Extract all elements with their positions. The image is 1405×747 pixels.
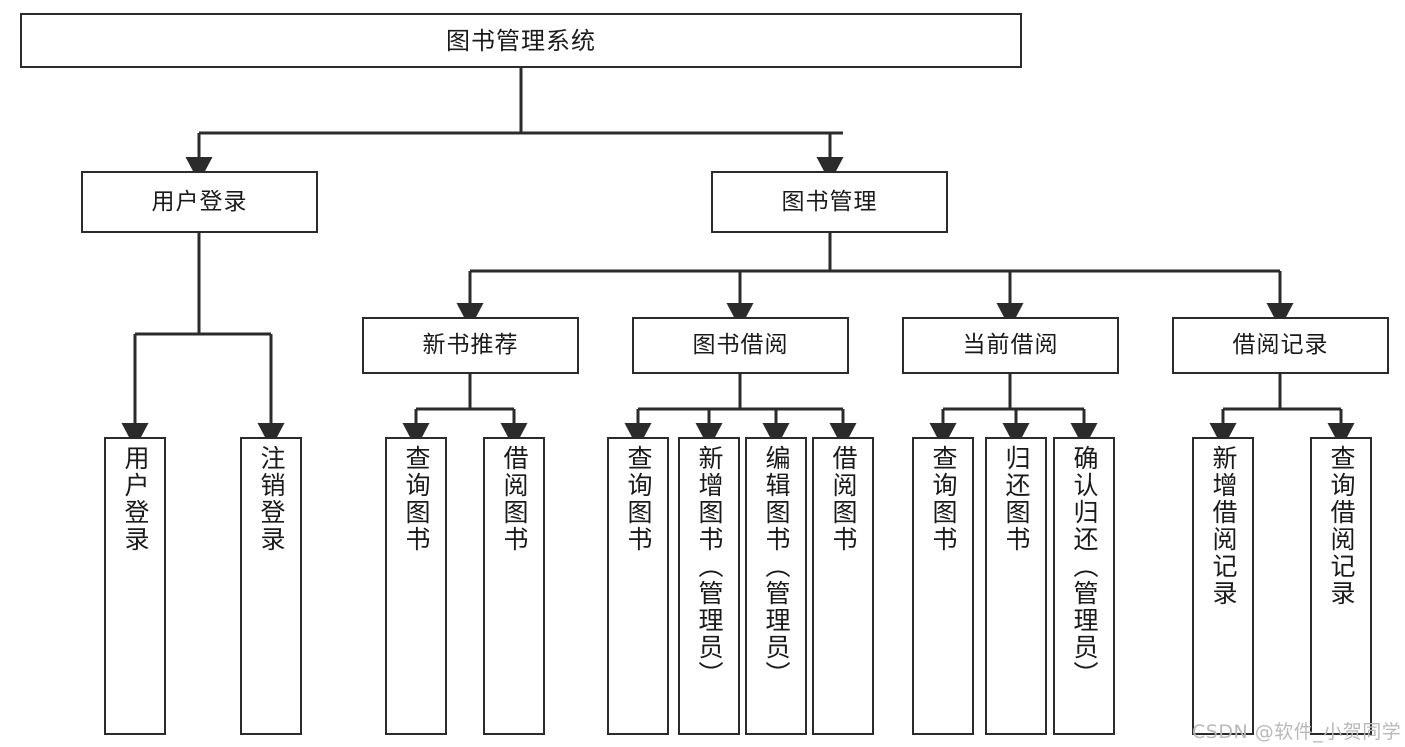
leaf-user-login-label: 用户登录 <box>121 445 150 553</box>
node-book-management[interactable]: 图书管理 <box>711 171 948 233</box>
leaf-current-return-book[interactable]: 归还图书 <box>985 437 1047 735</box>
leaf-record-query[interactable]: 查询借阅记录 <box>1310 437 1372 735</box>
leaf-current-query-book-label: 查询图书 <box>929 445 958 553</box>
node-new-book-recommend[interactable]: 新书推荐 <box>362 317 579 374</box>
leaf-logout[interactable]: 注销登录 <box>240 437 302 735</box>
leaf-borrow-borrow-book[interactable]: 借阅图书 <box>812 437 874 735</box>
leaf-borrow-add-book-label: 新增图书（管理员） <box>695 445 724 688</box>
leaf-borrow-edit-book[interactable]: 编辑图书（管理员） <box>745 437 807 735</box>
leaf-current-return-book-label: 归还图书 <box>1002 445 1031 553</box>
leaf-logout-label: 注销登录 <box>257 445 286 553</box>
node-book-management-label: 图书管理 <box>781 188 878 215</box>
node-root-label: 图书管理系统 <box>446 26 596 55</box>
node-book-borrow[interactable]: 图书借阅 <box>632 317 849 374</box>
node-user-login-label: 用户登录 <box>151 188 248 215</box>
leaf-borrow-query-book[interactable]: 查询图书 <box>607 437 669 735</box>
leaf-borrow-add-book[interactable]: 新增图书（管理员） <box>678 437 740 735</box>
node-borrow-record[interactable]: 借阅记录 <box>1172 317 1389 374</box>
node-root[interactable]: 图书管理系统 <box>20 13 1022 68</box>
node-current-borrow[interactable]: 当前借阅 <box>902 317 1119 374</box>
leaf-user-login[interactable]: 用户登录 <box>104 437 166 735</box>
leaf-borrow-borrow-book-label: 借阅图书 <box>829 445 858 553</box>
node-current-borrow-label: 当前借阅 <box>962 332 1059 358</box>
leaf-newbook-query-book[interactable]: 查询图书 <box>385 437 447 735</box>
leaf-record-add[interactable]: 新增借阅记录 <box>1192 437 1254 735</box>
leaf-newbook-borrow-book[interactable]: 借阅图书 <box>483 437 545 735</box>
leaf-current-confirm-return[interactable]: 确认归还（管理员） <box>1053 437 1115 735</box>
leaf-borrow-query-book-label: 查询图书 <box>624 445 653 553</box>
leaf-record-add-label: 新增借阅记录 <box>1209 445 1238 607</box>
csdn-watermark: CSDN @软件_小贺同学 <box>1192 721 1402 743</box>
node-new-book-recommend-label: 新书推荐 <box>422 332 519 358</box>
leaf-current-query-book[interactable]: 查询图书 <box>912 437 974 735</box>
leaf-record-query-label: 查询借阅记录 <box>1327 445 1356 607</box>
node-borrow-record-label: 借阅记录 <box>1232 332 1329 358</box>
node-book-borrow-label: 图书借阅 <box>692 332 789 358</box>
leaf-borrow-edit-book-label: 编辑图书（管理员） <box>762 445 791 688</box>
leaf-newbook-borrow-book-label: 借阅图书 <box>500 445 529 553</box>
leaf-current-confirm-return-label: 确认归还（管理员） <box>1070 445 1099 688</box>
node-user-login[interactable]: 用户登录 <box>81 171 318 233</box>
leaf-newbook-query-book-label: 查询图书 <box>402 445 431 553</box>
